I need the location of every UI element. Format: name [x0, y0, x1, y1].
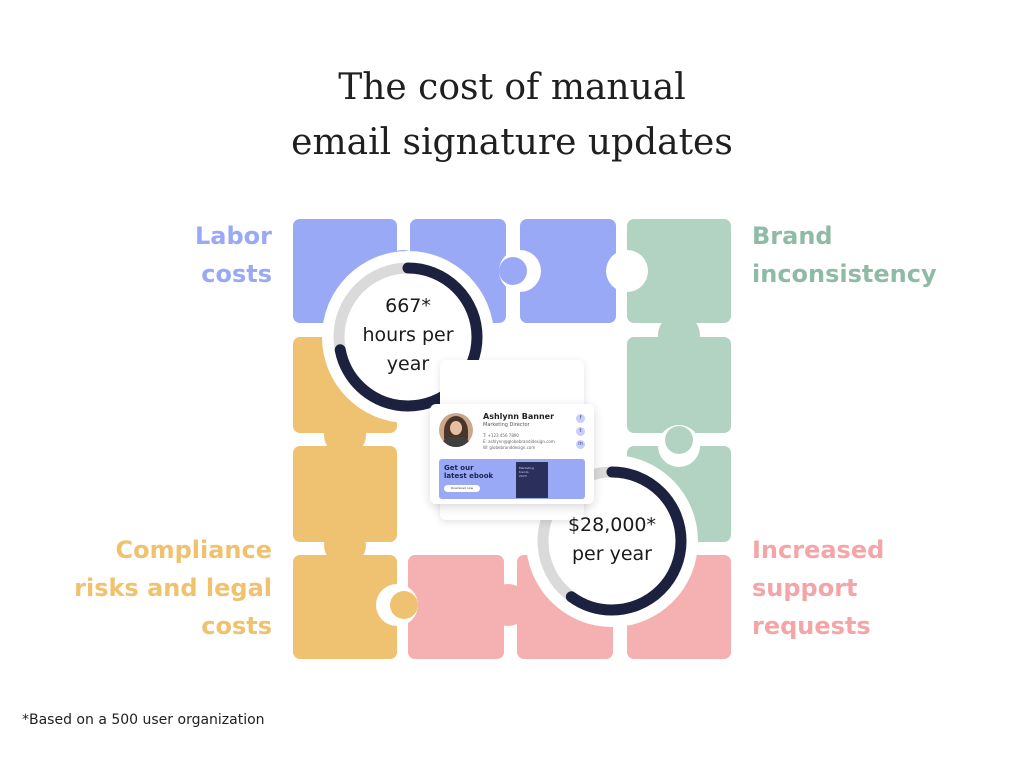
title-line-2: email signature updates	[291, 122, 733, 163]
label-labor-line-2: costs	[201, 260, 272, 288]
ebook-title-line-1: Marketing	[519, 466, 534, 470]
label-compliance-line-1: Compliance	[115, 536, 272, 564]
signature-banner[interactable]: Get our latest ebook Download now Market…	[439, 459, 585, 499]
label-compliance-line-3: costs	[201, 612, 272, 640]
signature-phone: T: +123 456 7890	[483, 433, 519, 438]
label-labor-costs: Labor costs	[195, 217, 272, 293]
signature-email: E: ashlynn@globebrandidesign.com	[483, 439, 555, 444]
puzzle-knob-green-2	[658, 314, 700, 356]
label-support-requests: Increased support requests	[752, 531, 884, 645]
cost-metric: $28,000* per year	[537, 511, 687, 569]
puzzle-piece-pink-1	[408, 555, 504, 659]
banner-text-line-2: latest ebook	[444, 472, 494, 480]
facebook-icon[interactable]: f	[576, 414, 585, 423]
ebook-cover: Marketing trends 2023	[516, 462, 548, 498]
linkedin-icon[interactable]: in	[576, 440, 585, 449]
hours-unit-line-1: hours per	[362, 324, 454, 346]
puzzle-knob-green-1	[606, 250, 648, 292]
label-support-line-2: support	[752, 574, 858, 602]
signature-card: Ashlynn Banner Marketing Director T: +12…	[430, 404, 594, 504]
ebook-title-line-2: trends	[519, 470, 529, 474]
puzzle-knob-blue-3	[499, 257, 527, 285]
puzzle-knob-green-4	[665, 426, 693, 454]
label-brand-line-2: inconsistency	[752, 260, 937, 288]
page-title: The cost of manual email signature updat…	[0, 60, 1024, 170]
title-line-1: The cost of manual	[338, 67, 686, 108]
signature-contact: T: +123 456 7890 E: ashlynn@globebrandid…	[483, 433, 555, 451]
avatar-face	[450, 421, 462, 435]
label-compliance-line-2: risks and legal	[74, 574, 272, 602]
label-support-line-3: requests	[752, 612, 871, 640]
ebook-title: Marketing trends 2023	[519, 466, 534, 478]
label-brand-line-1: Brand	[752, 222, 833, 250]
banner-text-line-1: Get our	[444, 464, 474, 472]
cost-value: $28,000*	[567, 514, 657, 536]
signature-name: Ashlynn Banner	[483, 412, 555, 421]
puzzle-piece-blue-3	[520, 219, 616, 323]
download-button[interactable]: Download now	[444, 485, 480, 492]
cost-ring-progress	[537, 466, 687, 616]
label-support-line-1: Increased	[752, 536, 885, 564]
signature-role: Marketing Director	[483, 422, 530, 428]
hours-ring-progress	[333, 262, 483, 412]
puzzle-knob-pink-3	[487, 584, 529, 626]
cost-unit: per year	[572, 543, 652, 565]
hours-unit-line-2: year	[386, 353, 430, 375]
ebook-title-line-3: 2023	[519, 474, 527, 478]
puzzle-piece-yellow-3	[293, 555, 397, 659]
avatar	[439, 413, 473, 447]
label-brand-inconsistency: Brand inconsistency	[752, 217, 937, 293]
hours-value: 667*	[385, 295, 431, 317]
hours-metric: 667* hours per year	[333, 292, 483, 379]
puzzle-piece-green-2	[627, 337, 731, 433]
puzzle-knob-pink-2	[390, 591, 418, 619]
banner-text: Get our latest ebook	[444, 464, 493, 480]
label-labor-line-1: Labor	[195, 222, 272, 250]
puzzle-knob-yellow-2	[324, 524, 366, 566]
puzzle-knob-yellow-1	[324, 414, 366, 456]
puzzle-piece-yellow-2	[293, 446, 397, 542]
avatar-body	[443, 437, 469, 447]
signature-website: W: globebranddesign.com	[483, 445, 536, 450]
footnote: *Based on a 500 user organization	[22, 712, 265, 728]
label-compliance-risks: Compliance risks and legal costs	[74, 531, 272, 645]
twitter-icon[interactable]: t	[576, 427, 585, 436]
puzzle-piece-green-1	[627, 219, 731, 323]
